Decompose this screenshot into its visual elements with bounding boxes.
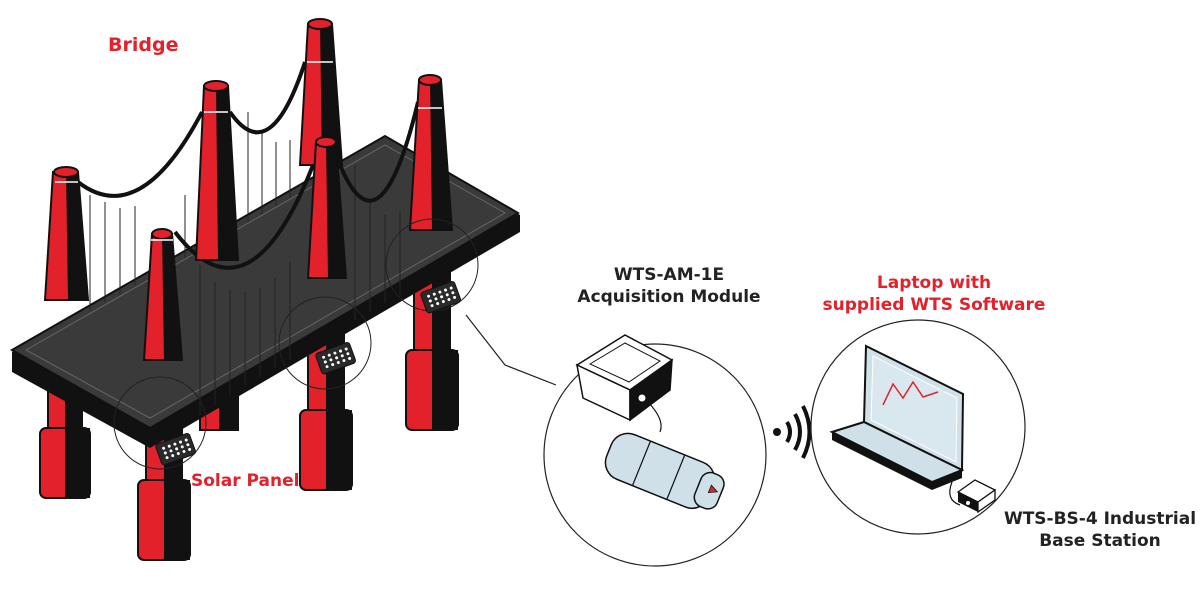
main-cables: [76, 61, 420, 270]
bridge-towers: [43, 18, 454, 361]
usb-cable: [949, 481, 961, 506]
base-station-label: WTS-BS-4 Industrial Base Station: [1002, 508, 1198, 552]
acquisition-module-icon: [575, 334, 674, 422]
laptop-label-line1: Laptop with: [876, 273, 992, 293]
solar-panel-icon: [155, 281, 462, 466]
acquisition-module-model: WTS-AM-1E: [613, 265, 725, 285]
base-station-model: WTS-BS-4 Industrial: [1003, 509, 1197, 529]
wireless-signal-icon: [773, 405, 812, 459]
leader-line: [465, 314, 557, 386]
bridge-deck: [9, 134, 520, 448]
acquisition-module-label: WTS-AM-1E Acquisition Module: [566, 264, 772, 308]
cylindrical-sensor-icon: [604, 432, 725, 510]
laptop-label-line2: supplied WTS Software: [822, 295, 1046, 315]
sensor-cable: [647, 401, 662, 433]
chart-line: [882, 380, 939, 406]
laptop-icon: [829, 344, 965, 490]
solar-panel-label: Solar Panel: [191, 471, 300, 491]
acquisition-module-callout: [543, 334, 767, 567]
acquisition-module-name: Acquisition Module: [577, 287, 761, 307]
base-station-icon: [956, 479, 997, 514]
laptop-callout: [810, 319, 1026, 535]
laptop-label: Laptop with supplied WTS Software: [818, 272, 1050, 316]
hanger-cables: [89, 112, 401, 415]
bridge-label: Bridge: [108, 34, 179, 56]
bridge-illustration: [9, 18, 520, 561]
base-station-name: Base Station: [1039, 531, 1161, 551]
